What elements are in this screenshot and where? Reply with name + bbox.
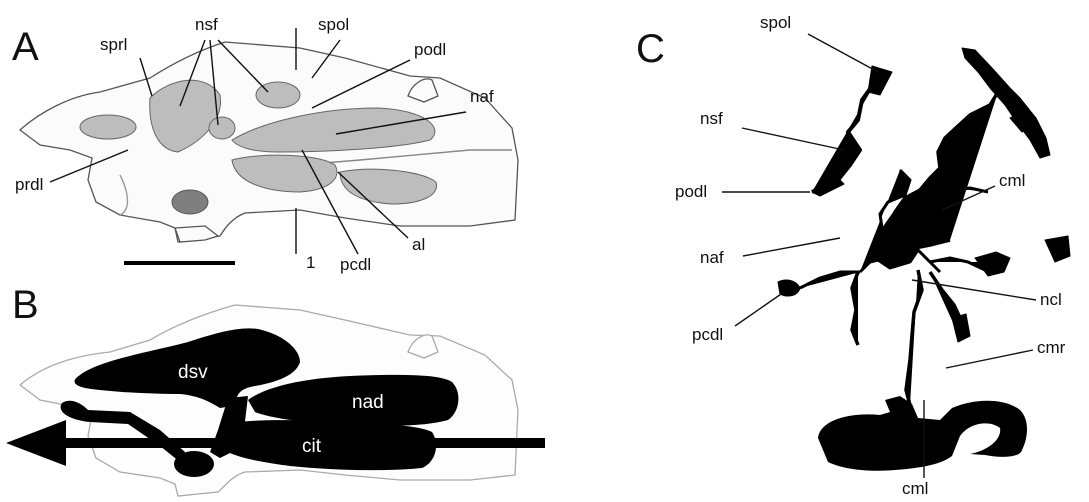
panel-b: B dsv nad cit — [6, 283, 545, 496]
panel-a-letter: A — [12, 25, 39, 69]
label-nsf-a: nsf — [195, 15, 218, 34]
label-spol-c: spol — [760, 13, 791, 32]
bone-spol-tip — [868, 66, 892, 95]
leader-naf-c — [743, 238, 840, 256]
label-sprl-a: sprl — [100, 35, 127, 54]
label-al-a: al — [412, 235, 425, 254]
label-spol-a: spol — [318, 15, 349, 34]
leader-spol-c — [808, 34, 878, 72]
leader-ncl-c — [912, 280, 1036, 300]
label-nsf-c: nsf — [700, 109, 723, 128]
label-cit-b: cit — [302, 436, 322, 457]
label-cml-bottom-c: cml — [902, 479, 928, 498]
fossa-a1 — [80, 115, 136, 139]
section-mark-label: 1 — [306, 253, 315, 272]
label-naf-c: naf — [700, 248, 724, 267]
bone-right-lower-blob — [952, 314, 970, 342]
label-podl-c: podl — [675, 182, 707, 201]
bone-centrum-base — [818, 396, 1027, 471]
bone-descending-center — [906, 270, 922, 405]
label-cmr-c: cmr — [1037, 338, 1066, 357]
label-pcdl-a: pcdl — [340, 255, 371, 274]
fossa-a7 — [172, 190, 208, 214]
label-ncl-c: ncl — [1040, 290, 1062, 309]
fossa-a3 — [209, 117, 235, 139]
label-podl-a: podl — [414, 40, 446, 59]
panel-c: C spol nsf podl cml naf ncl — [636, 13, 1070, 498]
bone-far-right-blob — [1045, 236, 1070, 262]
airflow-arrow-head — [6, 420, 66, 466]
bone-descending-left — [852, 272, 858, 345]
label-dsv-b: dsv — [178, 362, 208, 383]
panel-a: A 1 sprl nsf spol podl — [12, 15, 518, 274]
label-naf-a: naf — [470, 87, 494, 106]
label-prdl-a: prdl — [15, 175, 43, 194]
leader-cmr-c — [946, 350, 1033, 368]
label-nad-b: nad — [352, 392, 384, 413]
small-sac-b — [174, 451, 214, 477]
bone-pcdl-branch — [800, 272, 860, 288]
panel-b-letter: B — [12, 283, 39, 327]
label-pcdl-c: pcdl — [692, 325, 723, 344]
leader-nsf-c — [742, 128, 844, 150]
label-cml-top-c: cml — [999, 171, 1025, 190]
bone-right-lobe — [975, 252, 1010, 276]
panel-c-letter: C — [636, 27, 665, 71]
leader-pcdl-c — [735, 292, 784, 326]
